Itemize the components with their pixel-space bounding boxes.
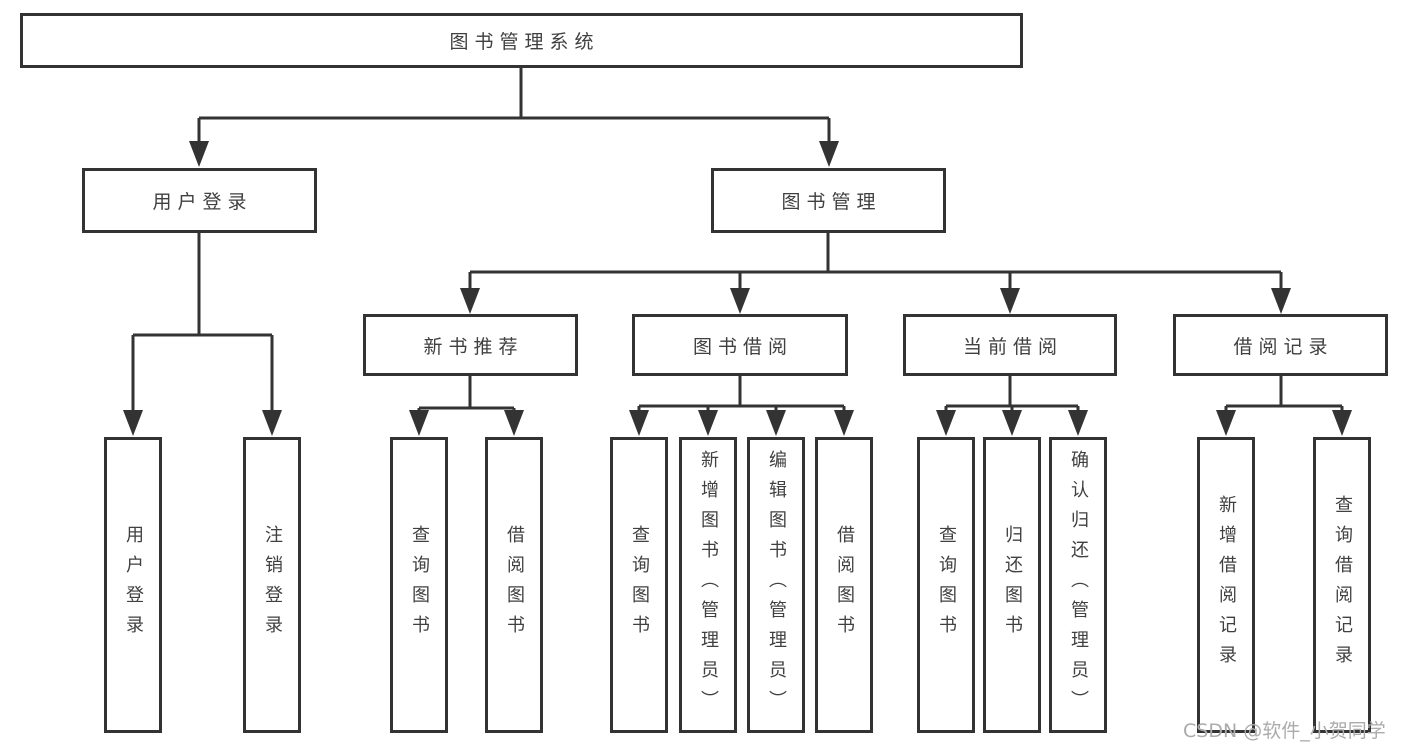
leaf-edit-book-admin: 编辑图书（管理员）	[747, 437, 805, 733]
node-label: 图书管理系统	[449, 31, 600, 53]
node-label: 归还图书	[1002, 525, 1023, 645]
leaf-return-book: 归还图书	[983, 437, 1041, 733]
node-label: 借阅图书	[504, 525, 525, 645]
leaf-query-books-current: 查询图书	[917, 437, 975, 733]
node-label: 当前借阅	[962, 335, 1063, 358]
leaf-query-borrow-record: 查询借阅记录	[1313, 437, 1371, 733]
node-book-borrowing: 图书借阅	[632, 314, 848, 376]
leaf-add-book-admin: 新增图书（管理员）	[679, 437, 737, 733]
leaf-query-books-recommend: 查询图书	[390, 437, 448, 733]
node-label: 新增图书（管理员）	[698, 450, 719, 720]
leaf-add-borrow-record: 新增借阅记录	[1197, 437, 1255, 733]
leaf-confirm-return-admin: 确认归还（管理员）	[1049, 437, 1107, 733]
node-label: 图书管理	[781, 191, 882, 213]
node-label: 查询图书	[629, 525, 650, 645]
node-label: 注销登录	[262, 525, 283, 645]
node-label: 图书借阅	[692, 335, 793, 358]
node-label: 借阅图书	[834, 525, 855, 645]
leaf-borrow-books-recommend: 借阅图书	[485, 437, 543, 733]
node-label: 确认归还（管理员）	[1068, 450, 1089, 720]
node-label: 查询图书	[409, 525, 430, 645]
node-label: 用户登录	[152, 191, 253, 213]
leaf-query-books-borrowing: 查询图书	[610, 437, 668, 733]
node-label: 编辑图书（管理员）	[766, 450, 787, 720]
csdn-watermark: CSDN @软件_小贺同学	[1183, 720, 1386, 742]
node-label: 用户登录	[123, 525, 144, 645]
node-borrowing-records: 借阅记录	[1173, 314, 1388, 376]
leaf-user-login: 用户登录	[104, 437, 162, 733]
node-label: 新书推荐	[423, 335, 524, 358]
node-label: 新增借阅记录	[1216, 495, 1237, 675]
leaf-borrow-books-borrowing: 借阅图书	[815, 437, 873, 733]
leaf-logout: 注销登录	[243, 437, 301, 733]
node-label: 查询借阅记录	[1332, 495, 1353, 675]
node-user-login: 用户登录	[82, 168, 317, 233]
node-library-management-system: 图书管理系统	[20, 13, 1023, 68]
node-current-borrowing: 当前借阅	[903, 314, 1117, 376]
node-new-book-recommendation: 新书推荐	[363, 314, 578, 376]
node-book-management: 图书管理	[711, 168, 946, 233]
node-label: 查询图书	[936, 525, 957, 645]
node-label: 借阅记录	[1233, 335, 1334, 358]
